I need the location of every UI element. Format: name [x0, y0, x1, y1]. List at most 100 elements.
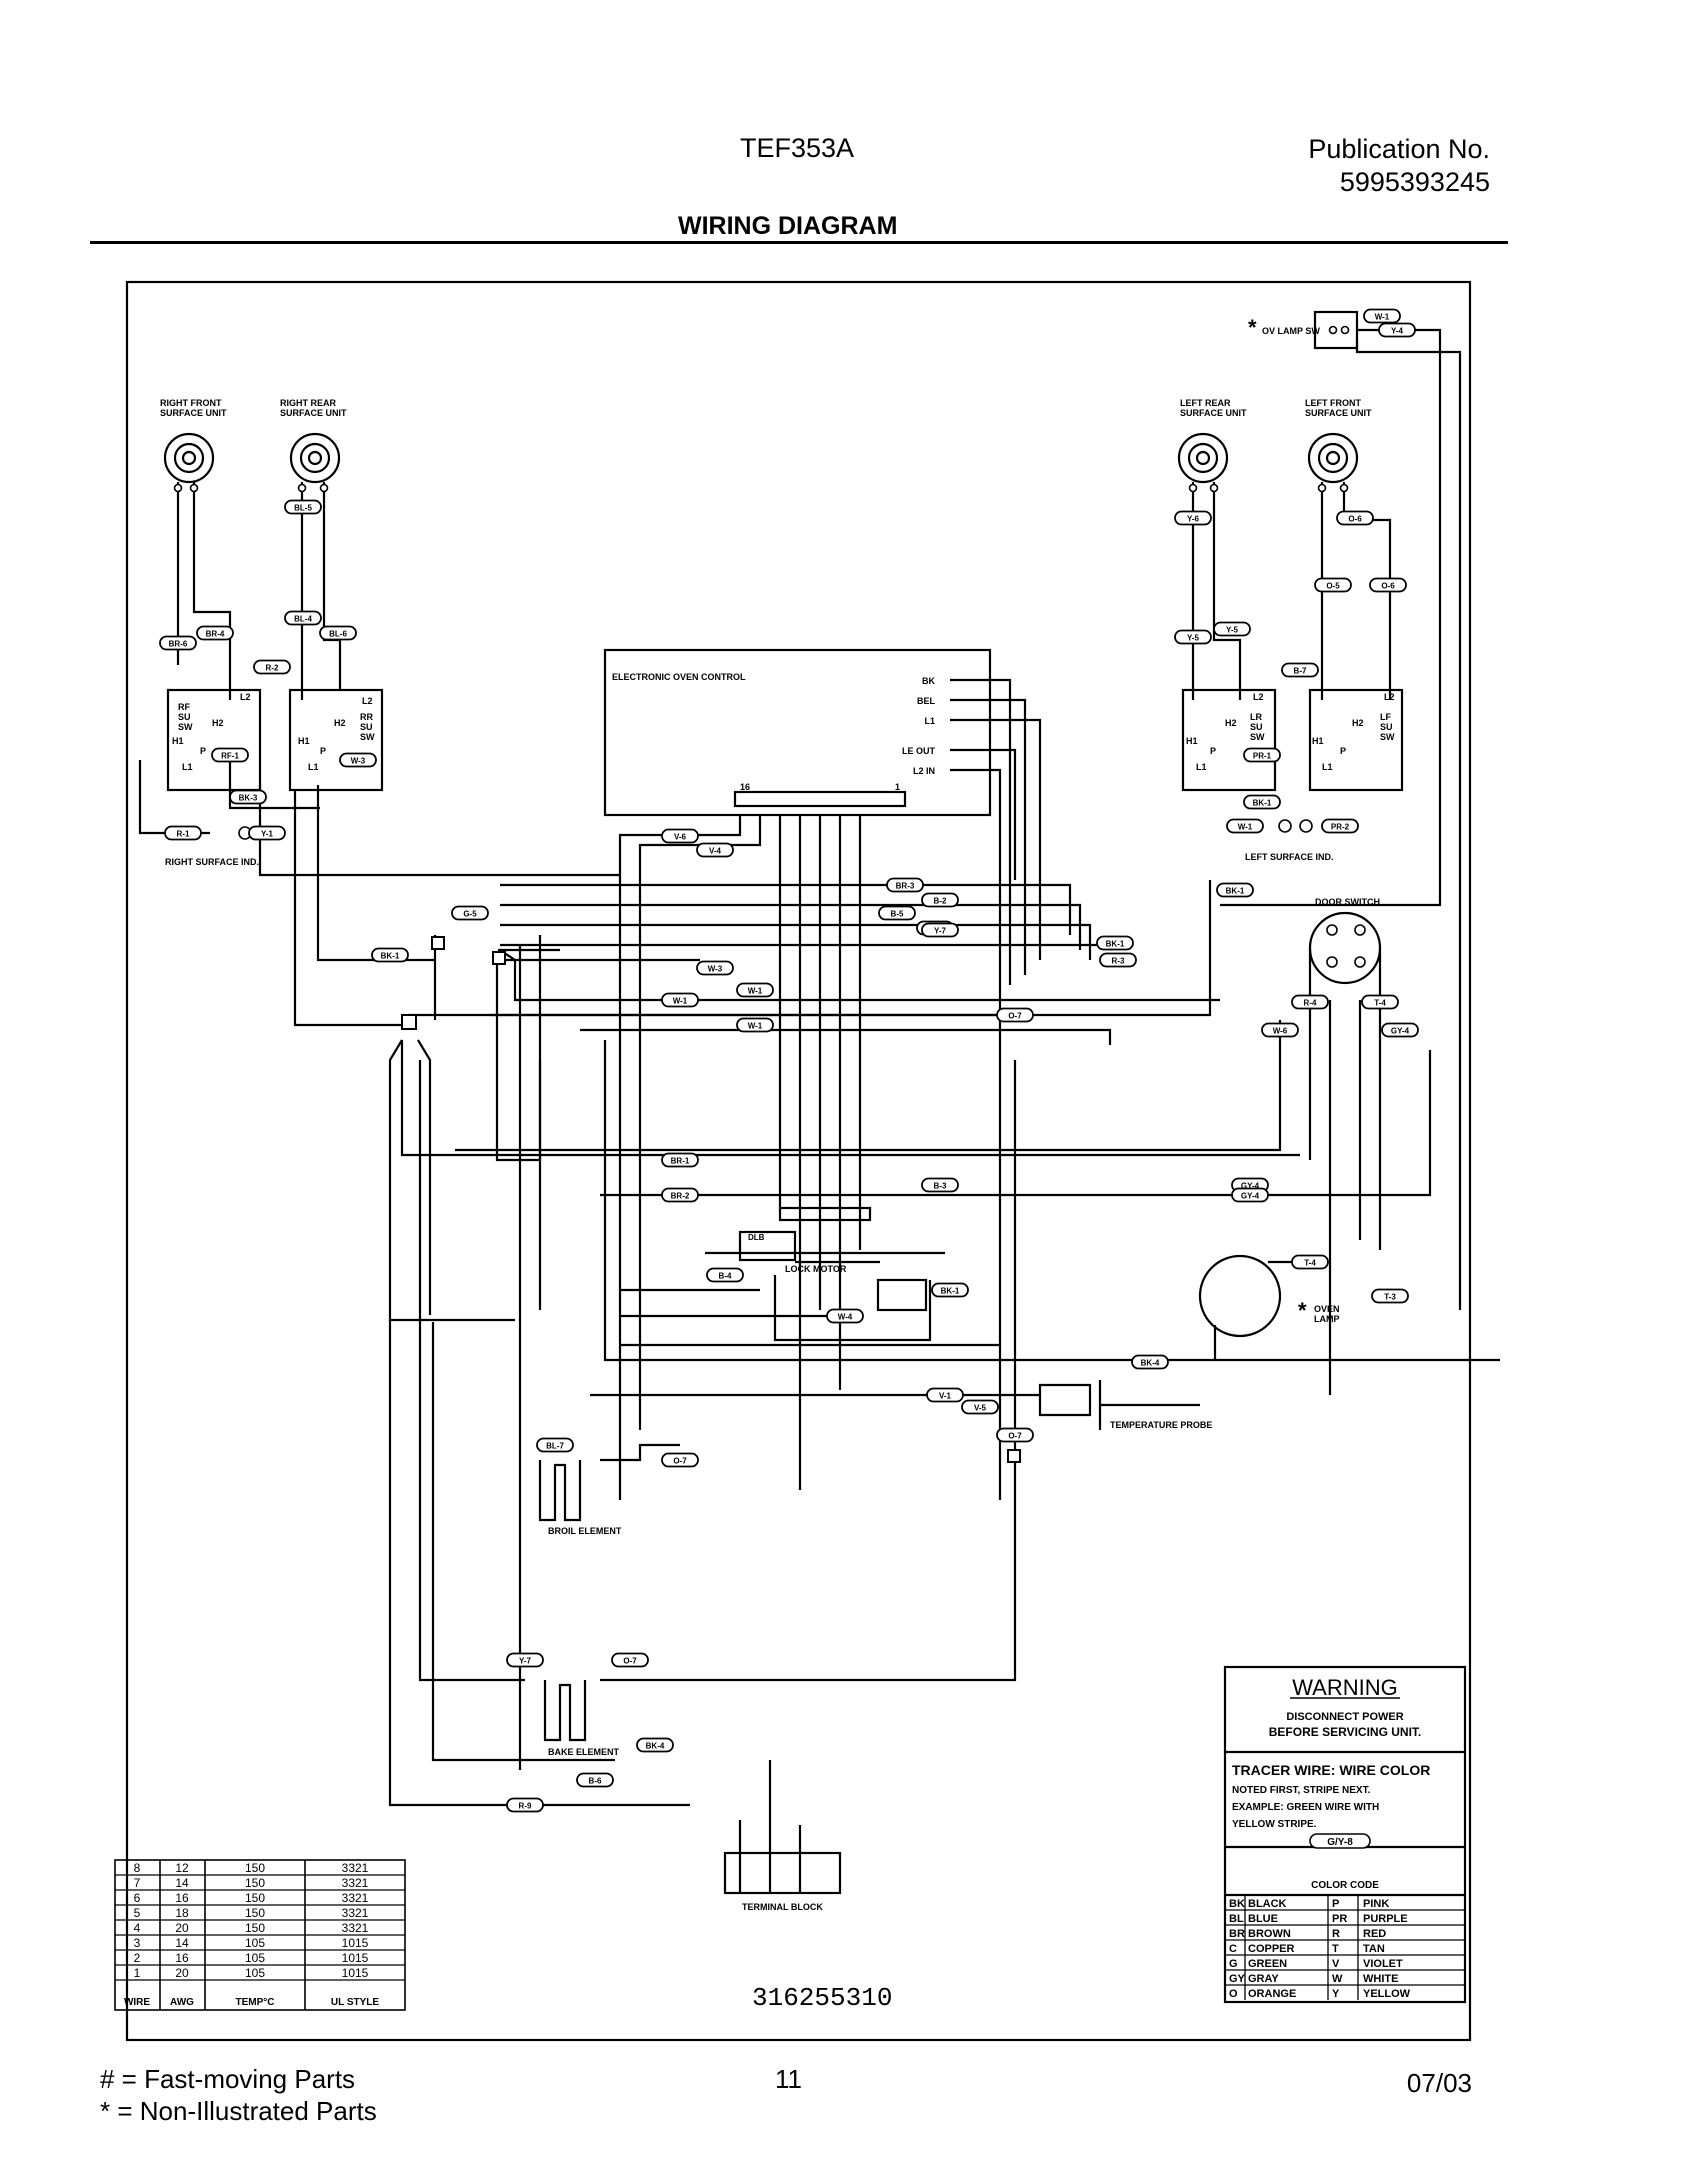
color-table-cell: C [1229, 1943, 1237, 1955]
wire-table-cell: 12 [175, 1861, 189, 1875]
wire-table-cell: 20 [175, 1921, 189, 1935]
wire-tag-label: O-7 [673, 1457, 687, 1466]
wire-tag-lf_d: B-7 [1281, 662, 1319, 678]
wire-tag-c15: W-1 [736, 982, 774, 998]
color-table-cell: PR [1332, 1913, 1347, 1925]
page-number: 11 [775, 2064, 802, 2094]
lf-l1: L1 [1322, 762, 1333, 772]
wire-tag-lr_d: PR-1 [1243, 747, 1281, 763]
asterisk-icon: * [1248, 315, 1257, 340]
wire-table-cell: 3321 [342, 1876, 369, 1890]
wire-table-cell: 105 [245, 1951, 265, 1965]
wire-table-cell: 16 [175, 1891, 189, 1905]
wire-tag-c32: O-7 [661, 1452, 699, 1468]
wire-table-cell: 3321 [342, 1921, 369, 1935]
rf-h2: H2 [212, 718, 224, 728]
wire-table-cell: 5 [134, 1906, 141, 1920]
wire-tag-c11: BK-1 [1096, 935, 1134, 951]
wire-tag-lr_a: Y-6 [1174, 510, 1212, 526]
wire-tag-lf_c: O-6 [1369, 577, 1407, 593]
wire-table-cell: 16 [175, 1951, 189, 1965]
wire-tag-lsi_a: W-1 [1226, 818, 1264, 834]
rr-p: P [320, 746, 326, 756]
wire-tag-label: BK-1 [1226, 887, 1245, 896]
wire-tag-c21: BR-2 [661, 1187, 699, 1203]
oven-lamp-asterisk-icon: * [1298, 1298, 1307, 1323]
wire-tag-label: W-1 [1375, 313, 1390, 322]
wire-tag-c34: O-7 [611, 1652, 649, 1668]
wire-tag-label: R-9 [519, 1802, 532, 1811]
diagram-frame [125, 280, 1472, 2042]
wire-tag-c10: W-3 [696, 960, 734, 976]
color-table-cell: GRAY [1248, 1973, 1279, 1985]
wire-tag-c20: GY-4 [1231, 1187, 1269, 1203]
wire-table-header: TEMP°C [236, 1997, 275, 2008]
wire-tag-label: B-5 [891, 910, 904, 919]
wire-tag-label: O-7 [1008, 1432, 1022, 1441]
wire-tag-label: BK-4 [1141, 1359, 1160, 1368]
wire-tag-c3: BR-3 [886, 877, 924, 893]
wire-tag-rr_c: BL-6 [319, 625, 357, 641]
color-table-cell: BLUE [1248, 1913, 1278, 1925]
wire-table-header: AWG [170, 1997, 194, 2008]
wire-tag-rsi_a: R-1 [164, 825, 202, 841]
legend-fast-moving: # = Fast-moving Parts [100, 2064, 356, 2094]
wire-tag-label: Y-5 [1226, 626, 1239, 635]
wire-tag-c13: O-7 [996, 1007, 1034, 1023]
part-number: 316255310 [752, 1983, 893, 2013]
wire-tag-c22: B-4 [706, 1267, 744, 1283]
oven-lamp-label-2: LAMP [1314, 1314, 1340, 1324]
wire-tag-c18: B-3 [921, 1177, 959, 1193]
wire-tag-label: R-3 [1112, 957, 1125, 966]
wire-table-cell: 105 [245, 1936, 265, 1950]
wire-tag-label: O-6 [1348, 515, 1362, 524]
wire-tag-label: W-1 [673, 997, 688, 1006]
color-table-cell: RED [1363, 1928, 1386, 1940]
wire-tag-label: Y-6 [1187, 515, 1200, 524]
wire-table-cell: 18 [175, 1906, 189, 1920]
wire-tag-label: BR-3 [896, 882, 915, 891]
wire-table-cell: 8 [134, 1861, 141, 1875]
wire-tag-lf_b: O-5 [1314, 577, 1352, 593]
wire-table-cell: 150 [245, 1906, 265, 1920]
door-switch [1308, 911, 1382, 985]
wire-tag-rf_d: RF-1 [211, 747, 249, 763]
wire-tag-label: Y-7 [934, 927, 947, 936]
wire-tag-label: Y-5 [1187, 634, 1200, 643]
color-table-cell: GREEN [1248, 1958, 1287, 1970]
wire-tag-label: PR-2 [1331, 823, 1350, 832]
publication-number: 5995393245 [1339, 167, 1490, 197]
wire-tag-label: BL-4 [294, 615, 312, 624]
eoc-pin-le-out: LE OUT [902, 746, 936, 756]
wire-tag-label: BK-1 [941, 1287, 960, 1296]
color-table-cell: G [1229, 1958, 1238, 1970]
tracer-head: TRACER WIRE: WIRE COLOR [1232, 1762, 1430, 1778]
wire-tag-c29: V-5 [961, 1399, 999, 1415]
oven-lamp [1198, 1254, 1282, 1338]
eoc-pin-bk: BK [922, 676, 935, 686]
header-rule [90, 241, 1508, 244]
rr-sw-3: SW [360, 732, 375, 742]
lr-h1: H1 [1186, 736, 1198, 746]
wire-tag-label: Y-1 [261, 830, 274, 839]
wire-tag-c31: BL-7 [536, 1437, 574, 1453]
color-table-cell: GY [1229, 1973, 1246, 1985]
rr-h2: H2 [334, 718, 346, 728]
wire-tag-lr_e: BK-1 [1243, 794, 1281, 810]
ov-lamp-sw-label: OV LAMP SW [1262, 326, 1320, 336]
publication-block: Publication No. 5995393245 [1308, 133, 1490, 199]
wire-tag-c16: W-1 [736, 1017, 774, 1033]
rf-sw-1: RF [178, 702, 190, 712]
wire-tag-c30: O-7 [996, 1427, 1034, 1443]
wire-tag-ds3: T-4 [1361, 994, 1399, 1010]
wire-tag-rf_e: BK-3 [229, 789, 267, 805]
warning-line2: BEFORE SERVICING UNIT. [1269, 1725, 1421, 1739]
wire-table-header: UL STYLE [331, 1997, 379, 2008]
rf-label-2: SURFACE UNIT [160, 408, 227, 418]
color-table-cell: O [1229, 1988, 1238, 2000]
color-table-cell: BR [1229, 1928, 1245, 1940]
wire-tag-c8: G-5 [451, 905, 489, 921]
warning-text: WARNING DISCONNECT POWER BEFORE SERVICIN… [1232, 1675, 1430, 1891]
